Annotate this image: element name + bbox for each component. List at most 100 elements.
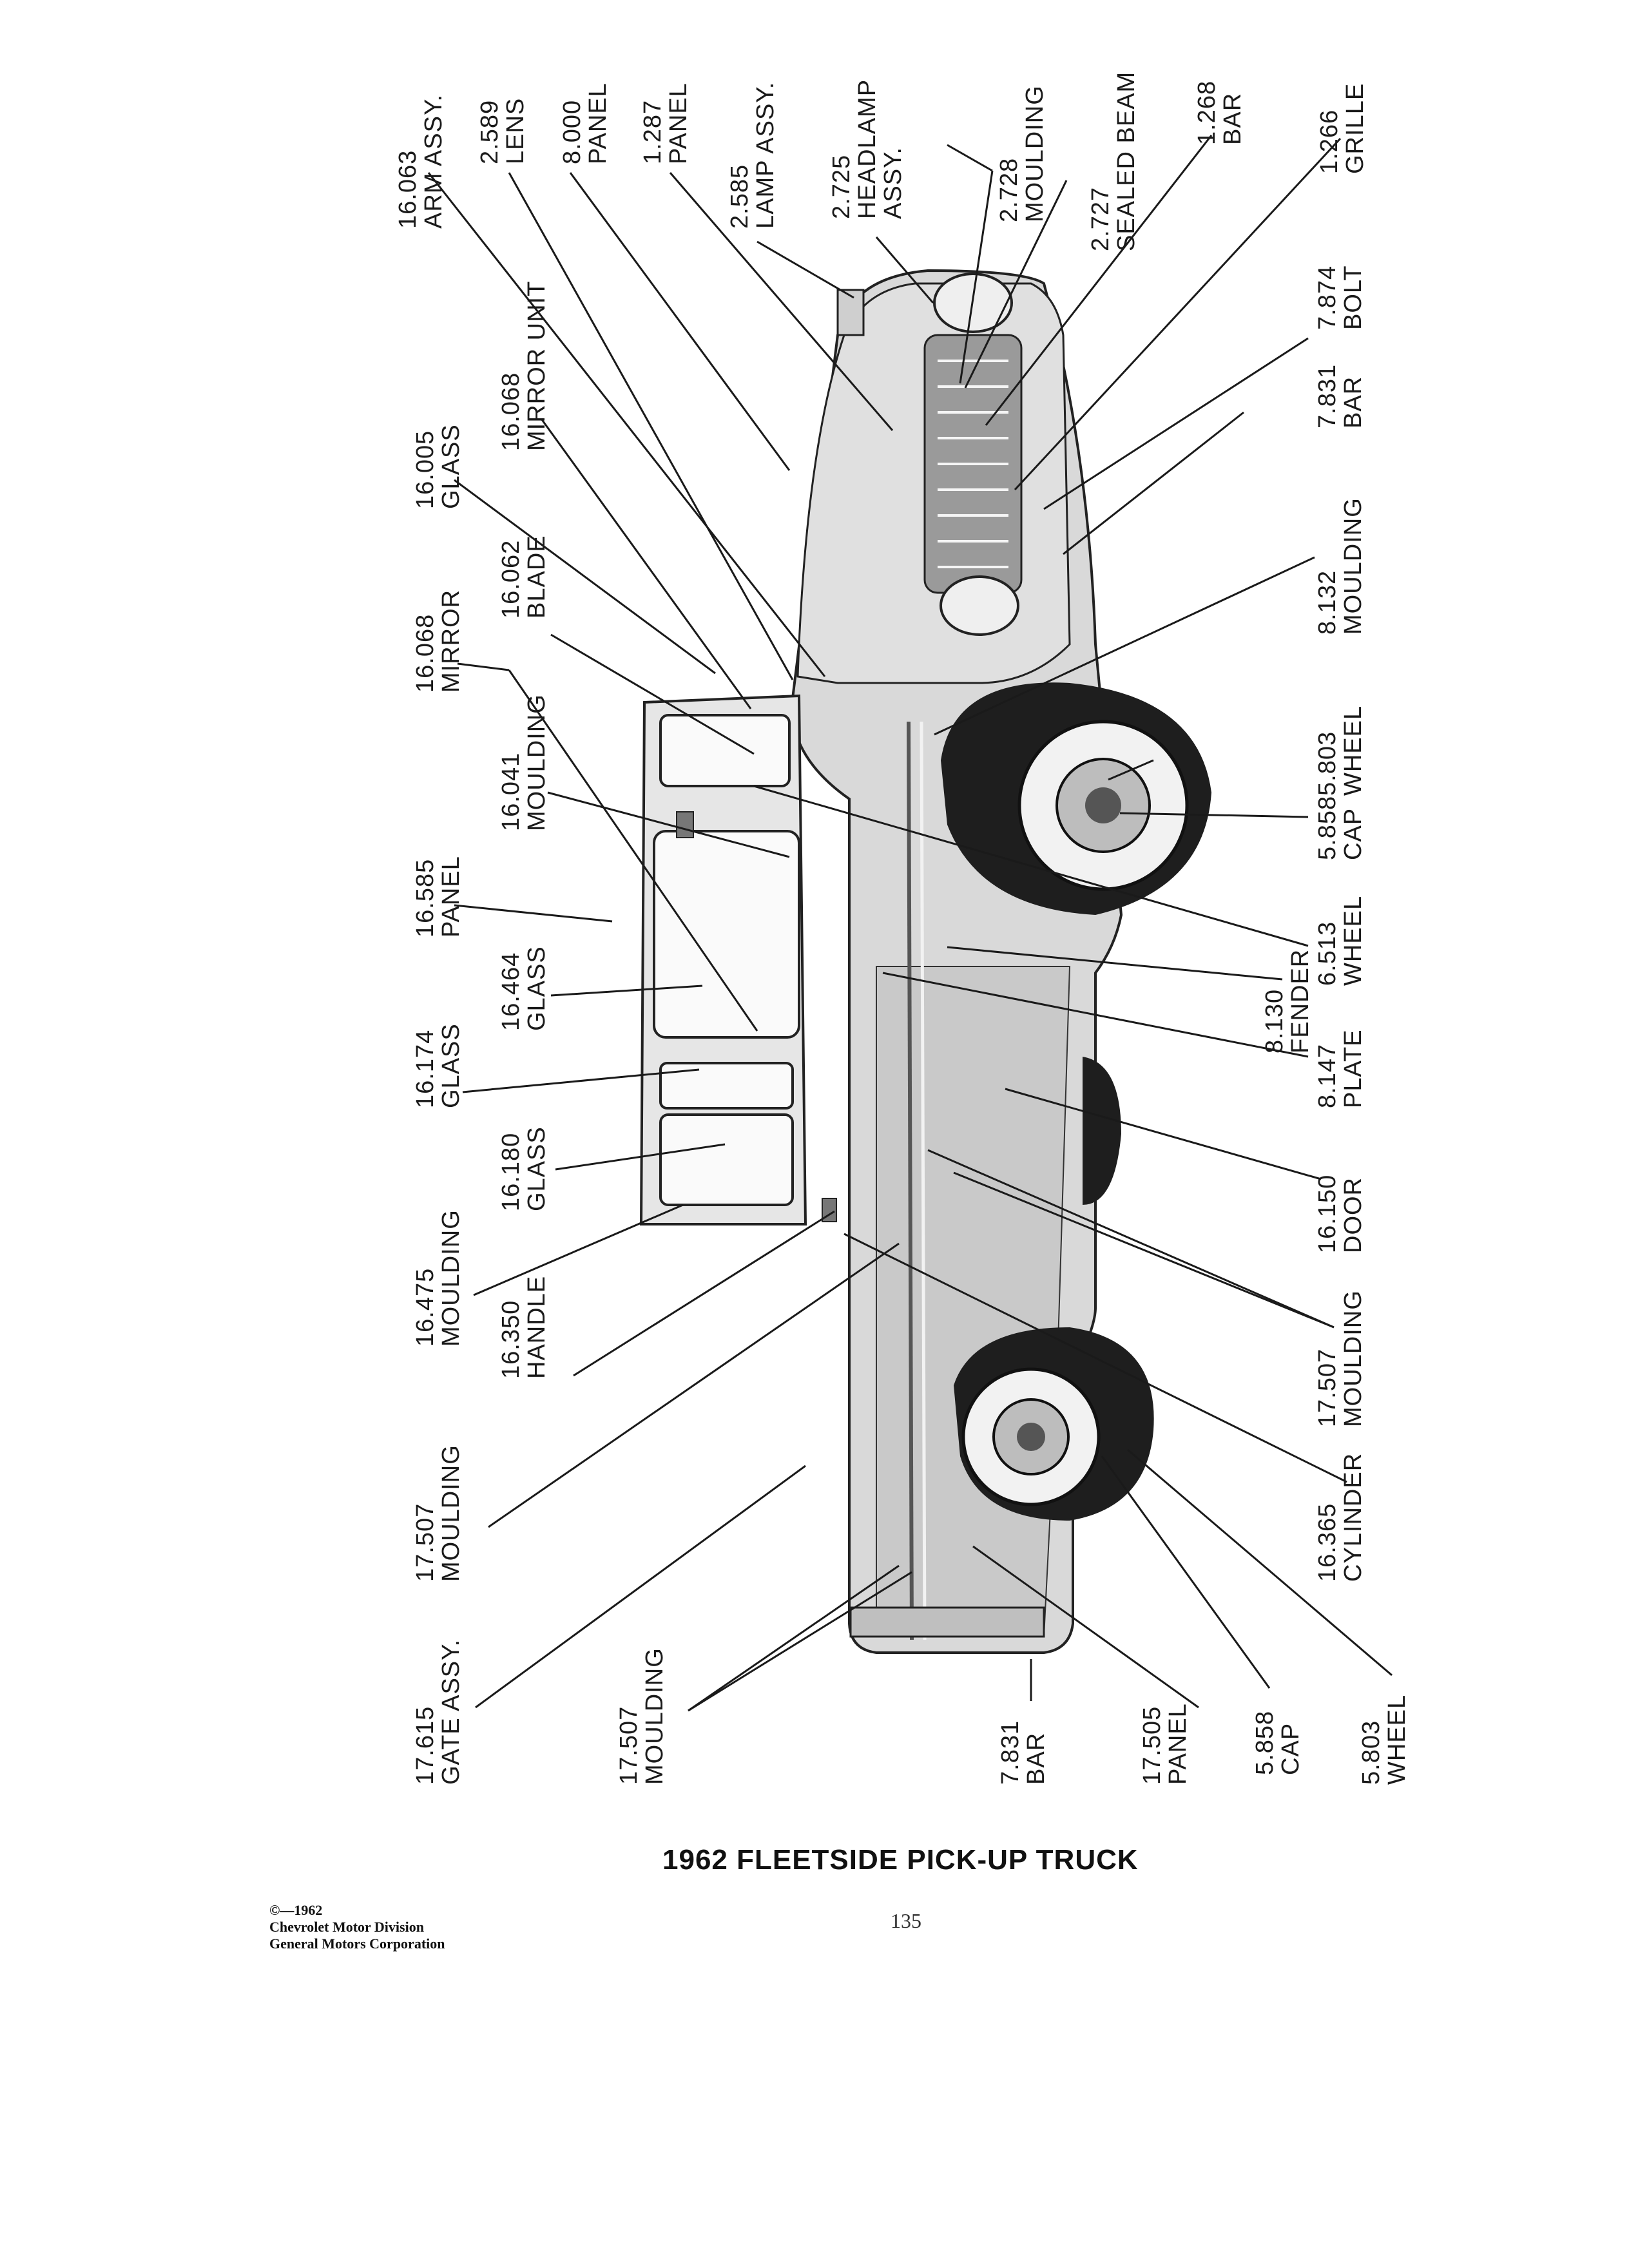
svg-text:2.725: 2.725: [828, 155, 855, 219]
svg-text:BAR: BAR: [1219, 93, 1246, 145]
callout-wheel-5803-rear: 5.803 WHEEL: [1358, 1695, 1411, 1785]
svg-text:16.068: 16.068: [412, 614, 439, 693]
svg-text:5.803: 5.803: [1358, 1720, 1385, 1785]
callout-moulding-17507-right: 17.507 MOULDING: [1314, 1290, 1367, 1427]
svg-text:2.585: 2.585: [726, 164, 753, 229]
svg-text:7.831: 7.831: [997, 1720, 1024, 1785]
svg-text:16.041: 16.041: [497, 753, 525, 831]
callout-blade: 16.062 BLADE: [497, 535, 550, 619]
callout-moulding-17507-bottom: 17.507 MOULDING: [615, 1648, 668, 1785]
svg-text:16.062: 16.062: [497, 540, 525, 619]
window-rear-vent: [659, 1062, 794, 1110]
callout-sealed-beam: 2.727 SEALED BEAM: [1087, 72, 1140, 251]
callout-plate: 8.147 PLATE: [1314, 1029, 1367, 1108]
svg-text:16.365: 16.365: [1314, 1503, 1341, 1582]
callout-moulding-16475: 16.475 MOULDING: [412, 1209, 465, 1347]
svg-text:DOOR: DOOR: [1340, 1177, 1367, 1253]
svg-text:17.615: 17.615: [412, 1706, 439, 1785]
svg-text:8.000: 8.000: [559, 100, 586, 164]
window-door: [653, 830, 800, 1039]
svg-text:PANEL: PANEL: [584, 82, 612, 164]
svg-text:2.728: 2.728: [996, 158, 1023, 222]
callout-cap-5858-rear: 5.858 CAP: [1251, 1711, 1304, 1775]
svg-text:7.831: 7.831: [1314, 364, 1341, 428]
callout-moulding-16041: 16.041 MOULDING: [497, 694, 550, 831]
headlamp-lower: [940, 575, 1019, 636]
svg-text:WHEEL: WHEEL: [1340, 706, 1367, 796]
svg-text:5.803: 5.803: [1314, 731, 1341, 796]
svg-text:GLASS: GLASS: [438, 1023, 465, 1108]
page-number: 135: [891, 1909, 921, 1932]
svg-text:17.507: 17.507: [412, 1503, 439, 1582]
copyright-year: ©—1962: [269, 1902, 323, 1918]
svg-text:WHEEL: WHEEL: [1383, 1695, 1411, 1785]
callout-wheel-6513: 6.513 WHEEL: [1314, 896, 1367, 986]
callout-panel-8000: 8.000 PANEL: [559, 82, 612, 164]
svg-text:8.130: 8.130: [1261, 989, 1288, 1053]
svg-text:WHEEL: WHEEL: [1340, 896, 1367, 986]
callout-labels: 16.063 ARM ASSY. 2.589 LENS 8.000 PANEL …: [394, 72, 1411, 1785]
svg-text:MOULDING: MOULDING: [1021, 85, 1048, 222]
svg-text:16.005: 16.005: [412, 430, 439, 509]
svg-text:5.858: 5.858: [1251, 1711, 1278, 1775]
tailgate-edge: [849, 1606, 1045, 1638]
callout-glass-16005: 16.005 GLASS: [412, 424, 465, 509]
copyright-corporation: General Motors Corporation: [269, 1936, 445, 1952]
mid-shadow: [1083, 1057, 1121, 1205]
svg-text:1.268: 1.268: [1193, 81, 1220, 145]
svg-text:LENS: LENS: [502, 98, 529, 164]
svg-text:GLASS: GLASS: [523, 1126, 550, 1211]
callout-mirror-unit: 16.068 MIRROR UNIT: [497, 281, 550, 451]
svg-text:16.585: 16.585: [412, 859, 439, 937]
svg-text:17.505: 17.505: [1139, 1706, 1166, 1785]
svg-text:ARM ASSY.: ARM ASSY.: [420, 94, 447, 229]
svg-text:8.132: 8.132: [1314, 570, 1341, 635]
marker-lamp: [836, 289, 865, 336]
svg-text:BOLT: BOLT: [1340, 265, 1367, 330]
callout-headlamp-assy: 2.725 HEADLAMP ASSY.: [828, 79, 907, 219]
callout-cap-5858-front: 5.858 CAP: [1314, 796, 1367, 860]
svg-text:BLADE: BLADE: [523, 535, 550, 619]
callout-door: 16.150 DOOR: [1314, 1175, 1367, 1253]
svg-text:7.874: 7.874: [1314, 265, 1341, 330]
svg-text:16.350: 16.350: [497, 1300, 525, 1379]
svg-text:MOULDING: MOULDING: [438, 1445, 465, 1582]
svg-text:HANDLE: HANDLE: [523, 1276, 550, 1379]
callout-moulding-17507-left: 17.507 MOULDING: [412, 1445, 465, 1582]
callout-panel-1287: 1.287 PANEL: [639, 82, 692, 164]
svg-text:PANEL: PANEL: [1164, 1703, 1191, 1785]
svg-text:1.266: 1.266: [1316, 110, 1343, 174]
window-back: [659, 1113, 794, 1206]
leader-lines: [427, 135, 1393, 1712]
svg-text:1.287: 1.287: [639, 100, 666, 164]
callout-gate-assy: 17.615 GATE ASSY.: [412, 1639, 465, 1785]
svg-text:2.727: 2.727: [1087, 187, 1114, 251]
callout-mirror: 16.068 MIRROR: [412, 590, 465, 693]
callout-bar-7831-rear: 7.831 BAR: [997, 1720, 1050, 1785]
svg-text:MIRROR UNIT: MIRROR UNIT: [523, 281, 550, 451]
window-vent: [659, 714, 791, 787]
svg-text:MIRROR: MIRROR: [438, 590, 465, 693]
svg-text:16.174: 16.174: [412, 1030, 439, 1108]
svg-text:GLASS: GLASS: [438, 424, 465, 509]
svg-text:MOULDING: MOULDING: [523, 694, 550, 831]
svg-text:17.507: 17.507: [615, 1706, 642, 1785]
callout-lens: 2.589 LENS: [476, 98, 529, 164]
svg-text:16.068: 16.068: [497, 372, 525, 451]
svg-text:16.475: 16.475: [412, 1268, 439, 1347]
svg-text:6.513: 6.513: [1314, 921, 1341, 986]
svg-text:MOULDING: MOULDING: [438, 1209, 465, 1347]
callout-wheel-5803-front: 5.803 WHEEL: [1314, 706, 1367, 796]
callout-bolt: 7.874 BOLT: [1314, 265, 1367, 330]
svg-text:16.150: 16.150: [1314, 1175, 1341, 1253]
svg-text:GATE ASSY.: GATE ASSY.: [438, 1639, 465, 1785]
svg-text:5.858: 5.858: [1314, 796, 1341, 860]
side-moulding-strip: [907, 721, 914, 1640]
callout-bar-7831-front: 7.831 BAR: [1314, 364, 1367, 428]
callout-arm-assy: 16.063 ARM ASSY.: [394, 94, 447, 229]
callout-lamp-assy: 2.585 LAMP ASSY.: [726, 82, 779, 229]
svg-text:GRILLE: GRILLE: [1342, 83, 1369, 174]
svg-text:LAMP ASSY.: LAMP ASSY.: [752, 82, 779, 229]
side-moulding-strip-2: [920, 721, 927, 1640]
